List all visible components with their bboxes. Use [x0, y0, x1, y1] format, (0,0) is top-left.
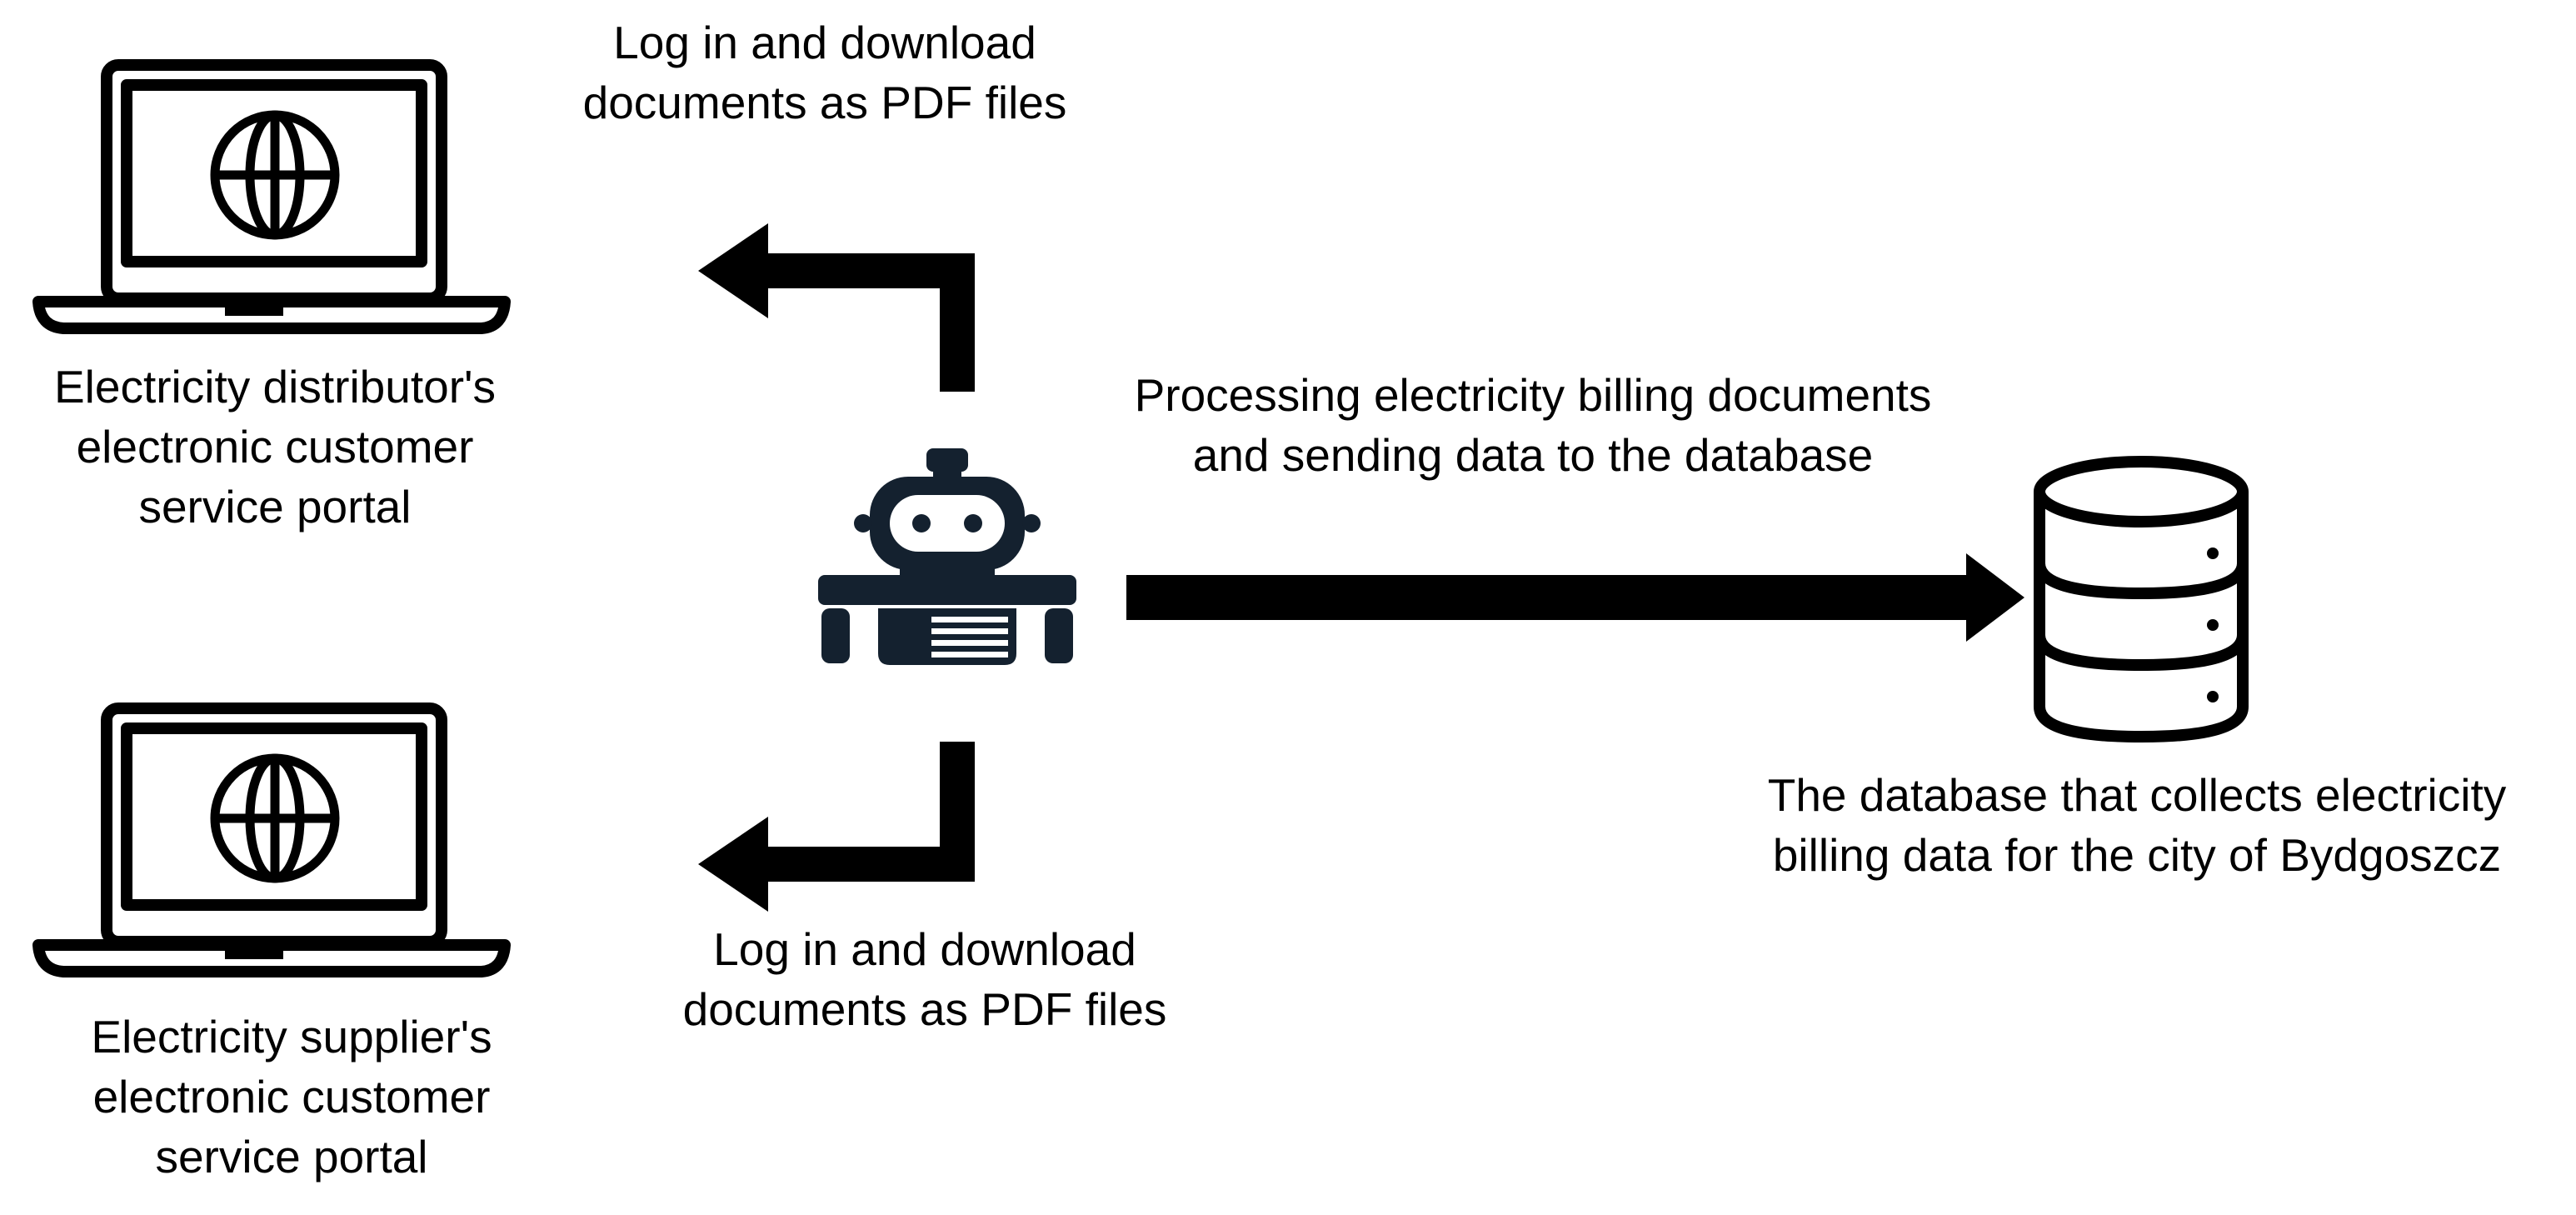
distributor-portal-label-line: electronic customer — [76, 421, 474, 472]
globe-icon — [210, 753, 340, 883]
globe-icon — [210, 110, 340, 240]
supplier-portal-label-line: electronic customer — [92, 1071, 491, 1122]
top-action-label-line: Log in and download — [613, 17, 1036, 68]
robot-icon — [818, 448, 1076, 665]
bottom-action-label-line: Log in and download — [713, 923, 1136, 975]
supplier-portal-label-line: service portal — [155, 1131, 428, 1182]
database-label-line: The database that collects electricity — [1767, 769, 2507, 821]
supplier-portal-label: Electricity supplier's electronic custom… — [33, 1007, 550, 1187]
database-label-line: billing data for the city of Bydgoszcz — [1772, 829, 2502, 881]
database-label: The database that collects electricity b… — [1700, 765, 2574, 885]
distributor-portal-label-line: service portal — [138, 481, 412, 532]
processing-label-line: Processing electricity billing documents — [1134, 369, 1932, 421]
distributor-portal-label-line: Electricity distributor's — [53, 361, 497, 412]
top-action-label: Log in and download documents as PDF fil… — [533, 12, 1116, 132]
processing-label-line: and sending data to the database — [1192, 429, 1874, 481]
processing-label: Processing electricity billing documents… — [1033, 365, 2033, 485]
database-icon — [2034, 456, 2249, 743]
distributor-laptop-icon — [32, 59, 511, 334]
supplier-laptop-icon — [32, 702, 511, 978]
bottom-action-label: Log in and download documents as PDF fil… — [633, 919, 1216, 1039]
top-action-label-line: documents as PDF files — [582, 77, 1067, 128]
arrow-to-distributor-icon — [698, 223, 975, 392]
supplier-portal-label-line: Electricity supplier's — [91, 1011, 492, 1062]
arrow-to-supplier-icon — [698, 742, 975, 912]
bottom-action-label-line: documents as PDF files — [682, 983, 1167, 1035]
arrow-to-database-icon — [1126, 553, 2024, 642]
distributor-portal-label: Electricity distributor's electronic cus… — [0, 357, 550, 537]
